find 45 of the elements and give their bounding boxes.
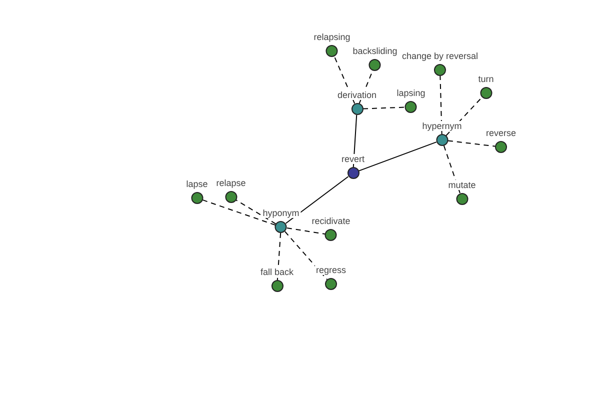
term-node <box>485 128 517 153</box>
term-node <box>310 216 352 241</box>
node-label: fall back <box>259 267 295 277</box>
dashed-connector <box>334 56 356 104</box>
dashed-connector <box>276 232 282 281</box>
node-label: hyponym <box>262 208 300 218</box>
dashed-connector <box>202 199 276 226</box>
dashed-connector <box>443 145 461 194</box>
node-label: lapsing <box>396 88 426 98</box>
node-label: backsliding <box>352 46 398 56</box>
connector-line <box>358 142 437 172</box>
node-label: hypernym <box>421 121 463 131</box>
dashed-connector <box>446 96 482 136</box>
node-label: turn <box>477 74 495 84</box>
node-label: reverse <box>485 128 517 138</box>
node-label: revert <box>340 154 366 164</box>
term-node <box>215 178 247 203</box>
node-label: regress <box>315 265 347 275</box>
node-label: change by reversal <box>400 51 480 61</box>
relation-node <box>421 121 463 146</box>
term-node <box>312 32 352 57</box>
term-node <box>185 179 209 204</box>
dashed-connector <box>440 76 442 134</box>
term-node <box>477 74 495 99</box>
term-node <box>259 267 295 292</box>
dashed-connector <box>447 140 496 147</box>
connector-line <box>285 176 349 224</box>
root-node <box>340 154 366 179</box>
node-label: derivation <box>336 90 378 100</box>
dashed-connector <box>236 200 276 224</box>
term-node <box>400 51 480 76</box>
dashed-connector <box>284 231 328 280</box>
node-label: lapse <box>185 179 209 189</box>
term-node <box>447 180 477 205</box>
relation-node <box>336 90 378 115</box>
term-node <box>315 265 347 290</box>
node-label: relapse <box>215 178 247 188</box>
node-label: recidivate <box>310 216 352 226</box>
term-node <box>352 46 398 71</box>
node-label: mutate <box>447 180 477 190</box>
term-node <box>396 88 426 113</box>
dashed-connector <box>286 227 326 235</box>
node-label: relapsing <box>312 32 352 42</box>
dashed-connector <box>362 106 406 110</box>
relation-node <box>262 208 300 233</box>
